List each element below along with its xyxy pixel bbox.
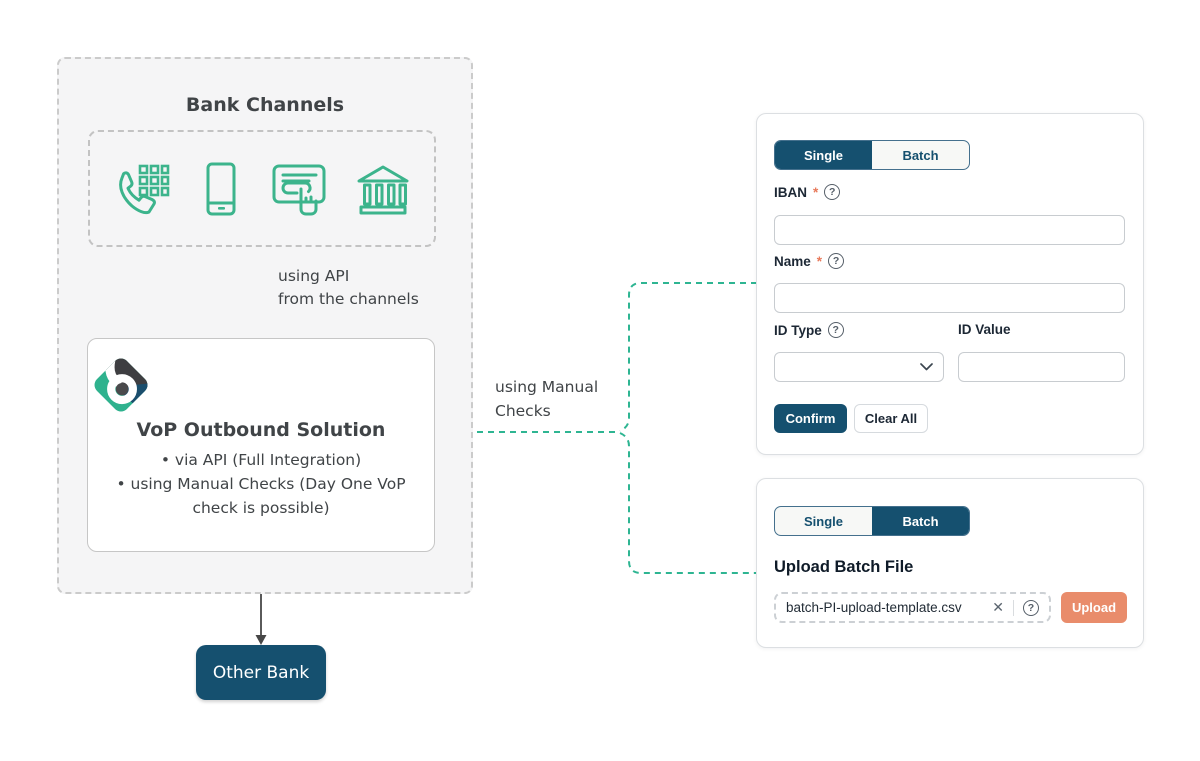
manual-connector-bottom (619, 432, 757, 574)
file-dropzone[interactable]: batch-PI-upload-template.csv ✕ ? (774, 592, 1051, 623)
required-marker: * (816, 253, 823, 269)
vop-logo-icon (91, 355, 151, 415)
id-type-select[interactable] (774, 352, 944, 382)
channel-icons-box (88, 130, 436, 247)
vop-title: VoP Outbound Solution (136, 419, 386, 441)
remove-file-icon[interactable]: ✕ (992, 599, 1004, 615)
single-check-panel: Single Batch IBAN*? Name*? ID Type? ID V… (756, 113, 1144, 455)
bank-building-icon (357, 165, 409, 214)
file-help-icon[interactable]: ? (1023, 599, 1039, 616)
other-bank-label: Other Bank (212, 662, 310, 683)
id-type-label: ID Type? (774, 322, 844, 338)
name-input[interactable] (774, 283, 1125, 313)
batch-upload-panel: Single Batch Upload Batch File batch-PI-… (756, 478, 1144, 648)
tab-batch[interactable]: Batch (902, 147, 939, 163)
tab-single[interactable]: Single (803, 513, 843, 529)
upload-button[interactable]: Upload (1061, 592, 1127, 623)
id-value-label: ID Value (958, 322, 1011, 337)
tab-group-batch-panel: Single Batch (774, 506, 970, 536)
tab-group-single-panel: Single Batch (774, 140, 970, 170)
vop-bullet: via API (Full Integration) (96, 448, 426, 472)
confirm-button[interactable]: Confirm (774, 404, 847, 433)
name-label: Name*? (774, 253, 845, 269)
online-banking-click-icon (272, 164, 326, 215)
name-help-icon[interactable]: ? (828, 253, 845, 269)
manual-connector-top (619, 282, 757, 432)
vop-outbound-box: VoP Outbound Solution via API (Full Inte… (87, 338, 435, 552)
iban-input[interactable] (774, 215, 1125, 245)
vop-bullet-list: via API (Full Integration) using Manual … (96, 448, 426, 520)
bank-channels-title: Bank Channels (185, 94, 345, 116)
smartphone-icon (206, 162, 236, 215)
file-name: batch-PI-upload-template.csv (786, 600, 962, 615)
clear-all-button[interactable]: Clear All (854, 404, 928, 433)
manual-checks-label: using Manual Checks (495, 378, 599, 420)
id-value-input[interactable] (958, 352, 1125, 382)
tab-single[interactable]: Single (775, 141, 872, 169)
iban-label: IBAN*? (774, 184, 841, 200)
api-arrow-label: using API from the channels (278, 267, 419, 308)
other-bank-node: Other Bank (196, 645, 326, 700)
other-bank-arrow-head (255, 635, 267, 645)
iban-help-icon[interactable]: ? (824, 184, 841, 200)
vop-bullet: using Manual Checks (Day One VoP check i… (96, 472, 426, 520)
required-marker: * (813, 184, 819, 200)
phone-keypad-icon (119, 164, 170, 214)
tab-batch[interactable]: Batch (872, 507, 969, 535)
id-type-help-icon[interactable]: ? (827, 322, 844, 338)
chevron-down-icon (920, 363, 933, 371)
divider (1013, 599, 1014, 616)
upload-batch-heading: Upload Batch File (774, 558, 914, 576)
